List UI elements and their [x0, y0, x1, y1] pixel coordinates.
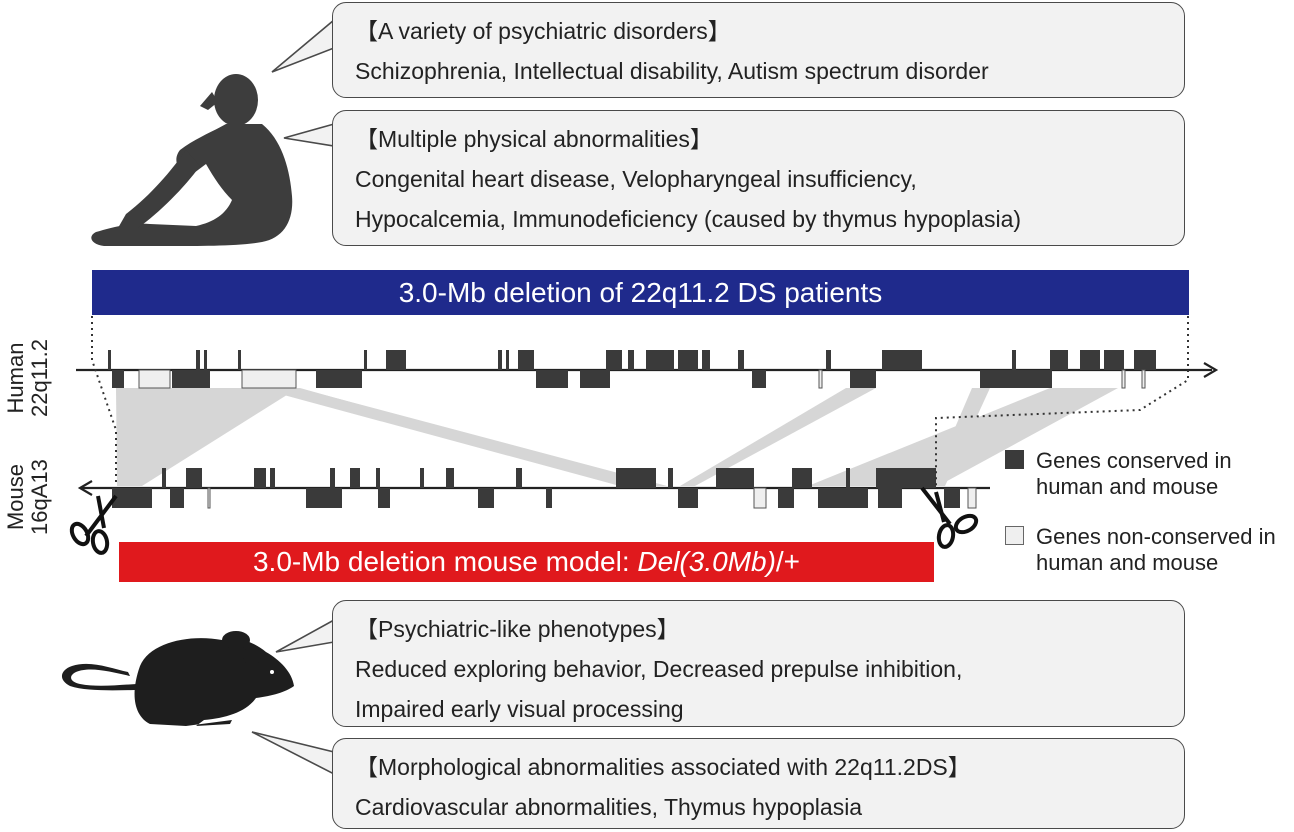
legend-nonconserved-label: Genes non-conserved in human and mouse: [1036, 524, 1276, 575]
human-chromosome: [76, 350, 1219, 389]
mouse-nonconserved-genes: [207, 487, 977, 509]
scissors-icon: [69, 494, 118, 555]
callout-line: Cardiovascular abnormalities, Thymus hyp…: [355, 794, 863, 820]
callout-heading: 【Multiple physical abnormalities】: [355, 126, 713, 152]
callout-pointer: [283, 122, 335, 147]
synteny-bands: [116, 388, 1118, 486]
human-silhouette-icon: [91, 74, 293, 246]
species-label: Mouse: [3, 463, 28, 531]
deletion-guide-lines: [91, 316, 1189, 486]
legend-conserved-swatch: [1005, 450, 1024, 469]
legend-conserved-label: Genes conserved in human and mouse: [1036, 448, 1232, 499]
mouse-banner-genotype: Del(3.0Mb): [637, 546, 776, 577]
callout-heading: 【Morphological abnormalities associated …: [355, 754, 971, 780]
human-physical-callout: 【Multiple physical abnormalities】 Congen…: [332, 110, 1185, 246]
mouse-silhouette-icon: [61, 631, 294, 726]
human-nonconserved-genes: [138, 369, 1146, 389]
mouse-banner-prefix: 3.0-Mb deletion mouse model:: [252, 546, 638, 577]
human-deletion-banner: 3.0-Mb deletion of 22q11.2 DS patients: [92, 270, 1189, 315]
mouse-conserved-genes: [112, 468, 960, 508]
mouse-psychiatric-callout: 【Psychiatric-like phenotypes】 Reduced ex…: [332, 600, 1185, 727]
callout-pointer: [251, 731, 335, 776]
locus-label: 16qA13: [27, 459, 52, 535]
callout-pointer: [271, 18, 335, 73]
locus-label: 22q11.2: [27, 339, 52, 417]
mouse-chromosome-label: Mouse 16qA13: [3, 447, 52, 547]
mouse-morphological-callout: 【Morphological abnormalities associated …: [332, 738, 1185, 829]
callout-heading: 【A variety of psychiatric disorders】: [355, 18, 731, 44]
callout-line: Schizophrenia, Intellectual disability, …: [355, 58, 989, 84]
human-conserved-genes: [108, 350, 1156, 388]
mouse-deletion-banner: 3.0-Mb deletion mouse model: Del(3.0Mb)/…: [119, 542, 934, 582]
callout-heading: 【Psychiatric-like phenotypes】: [355, 616, 680, 642]
species-label: Human: [3, 342, 28, 414]
callout-line: Congenital heart disease, Velopharyngeal…: [355, 166, 917, 192]
scissors-icon: [920, 486, 979, 549]
legend-nonconserved-swatch: [1005, 526, 1024, 545]
human-chromosome-label: Human 22q11.2: [3, 328, 52, 428]
mouse-chromosome: [77, 468, 990, 509]
human-psychiatric-callout: 【A variety of psychiatric disorders】 Sch…: [332, 2, 1185, 98]
callout-line: Impaired early visual processing: [355, 696, 684, 722]
mouse-banner-suffix: /+: [775, 546, 801, 577]
callout-line: Reduced exploring behavior, Decreased pr…: [355, 656, 963, 682]
callout-pointer: [275, 618, 335, 653]
callout-line: Hypocalcemia, Immunodeficiency (caused b…: [355, 206, 1022, 232]
